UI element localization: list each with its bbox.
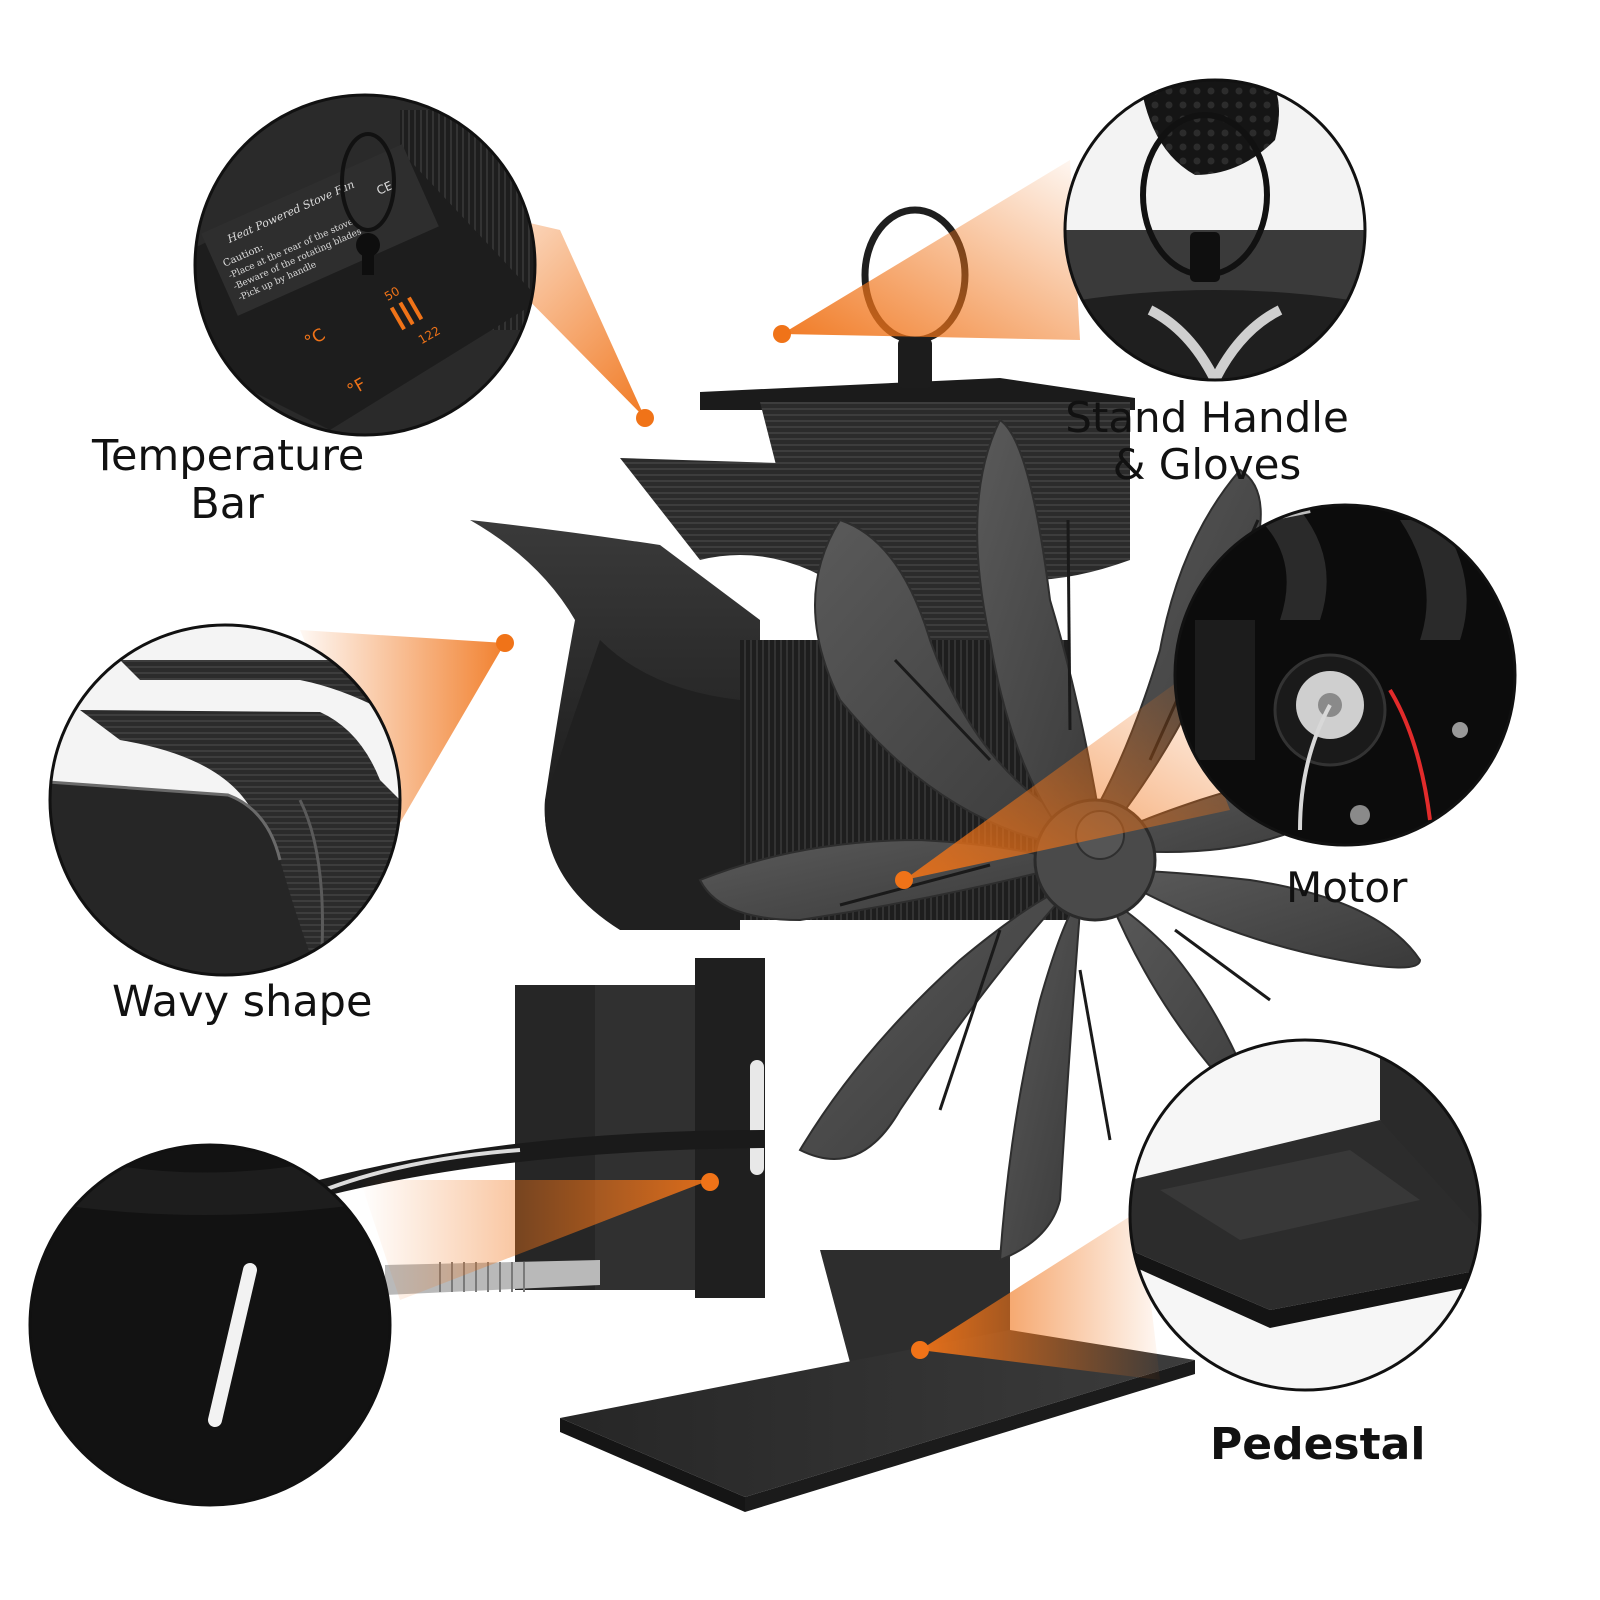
glove-icon (1140, 80, 1279, 175)
label-temperature-bar: Temperature Bar (92, 431, 365, 530)
zoom-clamp-slot (28, 1143, 392, 1507)
scale-low: 50 (382, 284, 402, 304)
label-stand-handle-line1: Stand Handle (1065, 393, 1349, 442)
label-motor: Motor (1286, 863, 1408, 912)
zoom-temperature-bar: Heat Powered Stove Fan Caution: -Place a… (193, 93, 537, 437)
slot-icon (208, 1263, 257, 1427)
callout-beams (300, 160, 1230, 1380)
label-temperature-bar-line2: Bar (190, 479, 264, 530)
label-temperature-bar-line1: Temperature (92, 431, 365, 481)
label-stand-handle-line2: & Gloves (1112, 440, 1302, 490)
ce-mark: CE (374, 178, 394, 197)
fan-body (299, 206, 1422, 1512)
zoom-motor (1173, 503, 1517, 847)
handle-ring-icon (340, 132, 396, 232)
callout-dots (496, 325, 929, 1359)
temperature-bar-icon (389, 296, 424, 331)
label-stand-handle: Stand Handle & Gloves (1062, 394, 1352, 488)
zoom-pedestal (1128, 1038, 1482, 1392)
label-pedestal: Pedestal (1210, 1419, 1426, 1470)
zoom-stand-handle (1063, 78, 1367, 382)
zoom-wavy-shape (48, 623, 402, 977)
label-wavy-shape: Wavy shape (112, 977, 373, 1027)
